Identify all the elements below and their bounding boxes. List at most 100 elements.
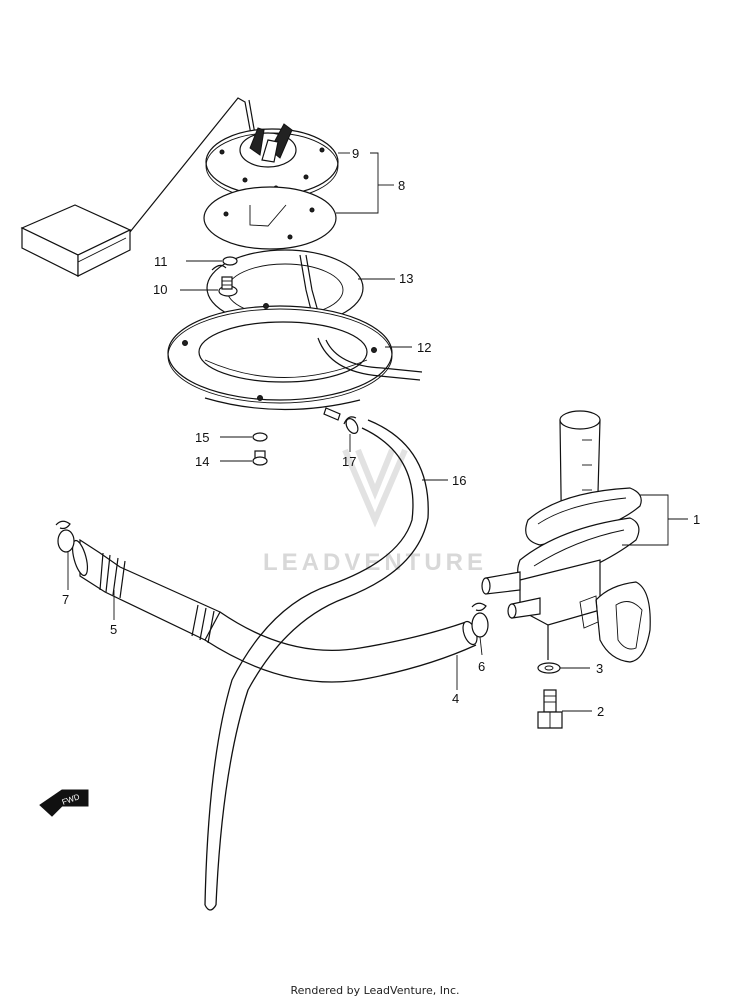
leader-lines <box>67 152 688 712</box>
footer-credit: Rendered by LeadVenture, Inc. <box>290 984 460 997</box>
hose-16-end <box>204 904 217 911</box>
gasket-hole <box>223 211 229 217</box>
lever-shaft <box>579 595 599 629</box>
fuel-cock-gasket <box>525 487 642 546</box>
sleeve-rib <box>199 607 207 641</box>
watermark: LEADVENTURE <box>263 448 487 576</box>
watermark-text: LEADVENTURE <box>263 549 487 576</box>
lever-face <box>615 601 643 650</box>
callout-15: 15 <box>195 430 209 445</box>
float-seam <box>77 237 127 263</box>
flange-hole <box>182 340 188 346</box>
lock-washer <box>222 256 238 266</box>
callout-12: 12 <box>417 340 431 355</box>
flange-hole <box>371 347 377 353</box>
hose-16-edge-b <box>215 419 429 906</box>
sleeve-rib <box>99 552 104 591</box>
nut-14 <box>252 456 268 466</box>
gauge-wire <box>325 339 423 373</box>
callout-4: 4 <box>452 691 459 706</box>
tank-flange-opening <box>198 321 368 383</box>
gauge-hole <box>303 174 309 180</box>
strainer-top <box>559 410 601 430</box>
drain-washer-hole <box>544 665 554 671</box>
lock-washer-split <box>211 264 227 271</box>
float-side <box>77 229 131 277</box>
clip-17-tab <box>343 416 357 425</box>
float-arm <box>129 97 253 233</box>
gasket-inner <box>537 497 627 525</box>
hose-4-edge-a <box>219 611 467 651</box>
sleeve-rib <box>105 554 111 593</box>
callout-10: 10 <box>153 282 167 297</box>
outlet-tip <box>481 577 491 595</box>
watermark-logo <box>342 448 408 528</box>
callout-6: 6 <box>478 659 485 674</box>
gauge-gasket-plate <box>203 186 337 250</box>
tank-outlet <box>323 407 341 421</box>
callout-labels: 9 8 11 10 13 12 15 14 17 16 1 7 5 6 3 4 … <box>62 146 700 719</box>
hardware <box>211 256 268 466</box>
float-arm-assembly <box>20 97 257 277</box>
sleeve-end <box>71 539 89 577</box>
clip-6-tab <box>471 602 487 612</box>
callout-13: 13 <box>399 271 413 286</box>
sleeve-rib <box>112 557 119 596</box>
gauge-hole <box>219 149 225 155</box>
callout-5: 5 <box>110 622 117 637</box>
forward-arrow: FWD <box>39 789 89 817</box>
plate-inner <box>533 529 625 567</box>
watermark-logo-inner <box>355 448 395 500</box>
bracket-1 <box>622 494 669 546</box>
gauge-terminal <box>249 127 265 156</box>
sleeve-rib <box>119 560 126 599</box>
sleeve-rib <box>191 604 199 637</box>
gauge-hole <box>319 147 325 153</box>
sleeve-rib <box>207 610 215 644</box>
nipple-tip <box>507 603 517 619</box>
drain-washer <box>537 662 561 674</box>
callout-8: 8 <box>398 178 405 193</box>
gauge-wire <box>317 337 421 381</box>
leader-6 <box>479 636 483 656</box>
flange-hole <box>257 395 263 401</box>
gauge-terminal <box>261 139 279 163</box>
fuel-cock-assembly <box>481 410 651 663</box>
gauge-gasket <box>203 186 337 250</box>
tank-bottom <box>204 397 361 411</box>
hose-4-edge-b <box>204 639 477 683</box>
hose-16-edge-a <box>204 427 414 906</box>
tank-flange <box>167 303 423 421</box>
hose-16 <box>204 416 429 911</box>
callout-9: 9 <box>352 146 359 161</box>
callout-16: 16 <box>452 473 466 488</box>
flange-hole <box>263 303 269 309</box>
hose-clip-6 <box>471 612 489 638</box>
gauge-hole <box>242 177 248 183</box>
fuel-cock-outlet <box>485 571 521 595</box>
callout-2: 2 <box>597 704 604 719</box>
tank-flange-edge <box>167 308 393 404</box>
fwd-arrow-icon <box>39 789 89 817</box>
bracket-8 <box>336 152 379 214</box>
tank-flange-inner-lip <box>204 359 368 378</box>
hose-4-5 <box>55 520 489 683</box>
fuel-cock-lever <box>595 581 651 663</box>
callout-11: 11 <box>154 254 168 269</box>
washer-15 <box>252 432 268 442</box>
callout-14: 14 <box>195 454 209 469</box>
callout-3: 3 <box>596 661 603 676</box>
hose-clip-7 <box>57 529 75 553</box>
callout-1: 1 <box>693 512 700 527</box>
stud <box>221 276 233 290</box>
gasket-hole <box>309 207 315 213</box>
hose-sleeve-5 <box>79 538 221 641</box>
drain-bolt-shank <box>543 689 557 713</box>
callout-7: 7 <box>62 592 69 607</box>
drain-hardware <box>537 662 563 729</box>
gasket-bracket <box>249 204 287 227</box>
hose-clip-17 <box>345 418 359 434</box>
callout-17: 17 <box>342 454 356 469</box>
clip-7-tab <box>55 520 71 530</box>
